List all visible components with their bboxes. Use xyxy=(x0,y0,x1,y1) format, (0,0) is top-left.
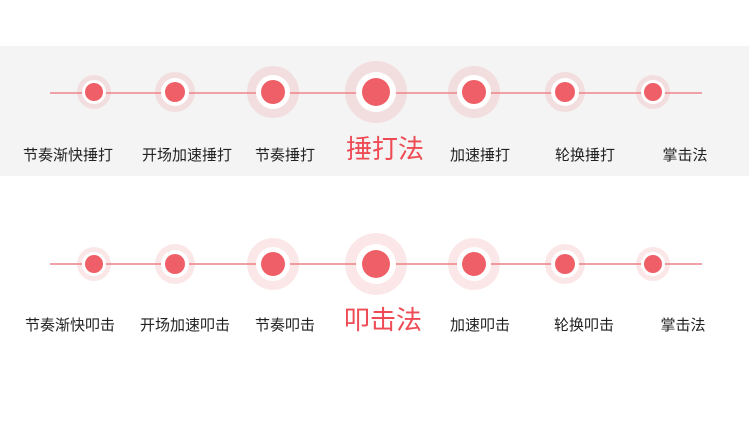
step-dot xyxy=(462,252,486,276)
step-label-5: 加速叩击 xyxy=(449,316,511,334)
step-dot xyxy=(644,83,662,101)
step-label-1: 节奏渐快叩击 xyxy=(24,316,116,334)
step-label-7: 掌击法 xyxy=(662,146,708,164)
step-dot xyxy=(261,252,285,276)
step-label-active: 捶打法 xyxy=(345,135,425,165)
step-label-6: 轮换捶打 xyxy=(554,146,616,164)
step-dot xyxy=(261,80,285,104)
step-dot xyxy=(462,80,486,104)
step-dot xyxy=(165,82,185,102)
step-label-active: 叩击法 xyxy=(343,306,423,336)
step-label-3: 节奏捶打 xyxy=(254,146,316,164)
step-label-6: 轮换叩击 xyxy=(553,316,615,334)
timeline-2: 节奏渐快叩击 开场加速叩击 节奏叩击 叩击法 加速叩击 轮换叩击 掌击法 xyxy=(0,210,749,340)
step-dot xyxy=(555,82,575,102)
timeline-1: 节奏渐快捶打 开场加速捶打 节奏捶打 捶打法 加速捶打 轮换捶打 掌击法 xyxy=(0,46,749,176)
step-label-3: 节奏叩击 xyxy=(254,316,316,334)
step-dot xyxy=(362,250,390,278)
step-dot xyxy=(644,255,662,273)
step-dot xyxy=(85,83,103,101)
step-dot xyxy=(362,78,390,106)
step-label-5: 加速捶打 xyxy=(449,146,511,164)
step-label-7: 掌击法 xyxy=(660,316,706,334)
technique-row-2: 节奏渐快叩击 开场加速叩击 节奏叩击 叩击法 加速叩击 轮换叩击 掌击法 xyxy=(0,210,749,340)
step-label-2: 开场加速捶打 xyxy=(141,146,233,164)
step-dot xyxy=(85,255,103,273)
step-label-1: 节奏渐快捶打 xyxy=(22,146,114,164)
step-label-2: 开场加速叩击 xyxy=(139,316,231,334)
step-dot xyxy=(555,254,575,274)
technique-row-1: 节奏渐快捶打 开场加速捶打 节奏捶打 捶打法 加速捶打 轮换捶打 掌击法 xyxy=(0,46,749,176)
step-dot xyxy=(165,254,185,274)
